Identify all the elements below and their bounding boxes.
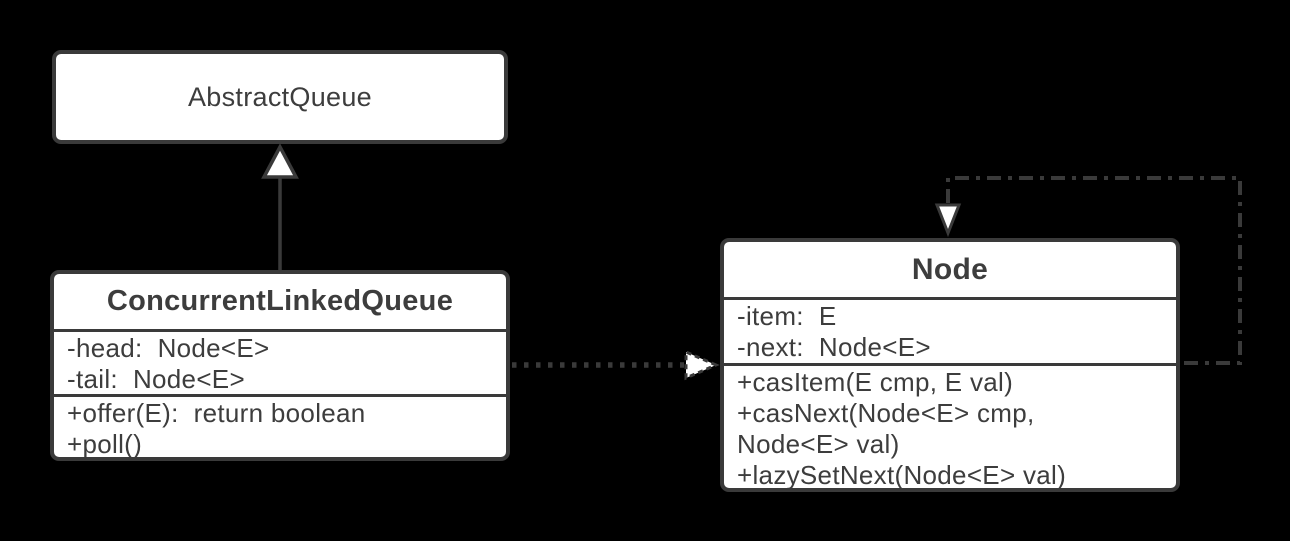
- class-title-concurrent-linked-queue: ConcurrentLinkedQueue: [106, 285, 454, 317]
- class-box-node: Node -item: E -next: Node<E> +casItem(E …: [720, 238, 1180, 492]
- method-offer: +offer(E): return boolean: [67, 398, 366, 428]
- self-reference-arrow: [934, 176, 1242, 365]
- class-box-abstract-queue: AbstractQueue: [52, 50, 508, 144]
- field-item: -item: E: [737, 301, 837, 331]
- field-tail: -tail: Node<E>: [67, 364, 245, 394]
- method-cas-next-continued: Node<E> val): [737, 429, 900, 459]
- method-cas-item: +casItem(E cmp, E val): [737, 367, 1014, 397]
- field-next: -next: Node<E>: [737, 332, 931, 362]
- association-arrow: [512, 349, 720, 381]
- class-title-abstract-queue: AbstractQueue: [187, 81, 372, 112]
- class-title-node: Node: [911, 252, 989, 286]
- method-lazy-set-next: +lazySetNext(Node<E> val): [737, 460, 1067, 488]
- method-poll: +poll(): [67, 429, 143, 457]
- fields-compartment: -head: Node<E> -tail: Node<E>: [54, 329, 506, 394]
- fields-compartment: -item: E -next: Node<E>: [724, 297, 1176, 363]
- inheritance-arrow: [261, 143, 299, 270]
- method-cas-next: +casNext(Node<E> cmp,: [737, 398, 1035, 428]
- field-head: -head: Node<E>: [67, 333, 270, 363]
- methods-compartment: +casItem(E cmp, E val) +casNext(Node<E> …: [724, 363, 1176, 488]
- methods-compartment: +offer(E): return boolean +poll(): [54, 394, 506, 457]
- class-box-concurrent-linked-queue: ConcurrentLinkedQueue -head: Node<E> -ta…: [50, 270, 510, 461]
